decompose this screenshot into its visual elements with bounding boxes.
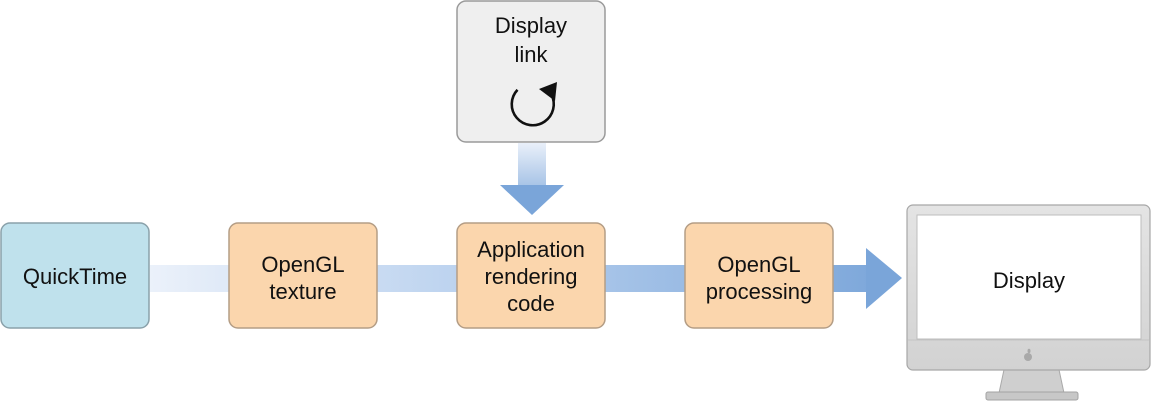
- opengl-processing-box: [684, 222, 834, 329]
- application-rendering-box: [456, 222, 606, 329]
- display-link-box: [456, 0, 606, 143]
- application-rendering-label-line3: code: [507, 291, 555, 316]
- quicktime-node: QuickTime: [0, 222, 150, 329]
- application-rendering-label-line2: rendering: [485, 264, 578, 289]
- display-screen: [916, 214, 1142, 340]
- display-link-label-line1: Display: [495, 13, 567, 38]
- refresh-cycle-icon: [510, 82, 557, 127]
- display-link-node: Display link: [456, 0, 606, 143]
- opengl-processing-node: OpenGL processing: [684, 222, 834, 329]
- display-label: Display: [993, 268, 1065, 293]
- opengl-texture-node: OpenGL texture: [228, 222, 378, 329]
- quicktime-label: QuickTime: [23, 264, 127, 289]
- imac-monitor-icon: Display: [906, 204, 1151, 401]
- opengl-processing-label-line1: OpenGL: [717, 252, 800, 277]
- opengl-texture-box: [228, 222, 378, 329]
- opengl-texture-label-line1: OpenGL: [261, 252, 344, 277]
- apple-logo-icon: [1024, 348, 1032, 361]
- application-rendering-node: Application rendering code: [456, 222, 606, 329]
- opengl-texture-label-line2: texture: [269, 279, 336, 304]
- quicktime-box: [0, 222, 150, 329]
- opengl-processing-label-line2: processing: [706, 279, 812, 304]
- flow-arrow-down: [500, 143, 564, 215]
- display-link-label-line2: link: [514, 42, 548, 67]
- application-rendering-label-line1: Application: [477, 237, 585, 262]
